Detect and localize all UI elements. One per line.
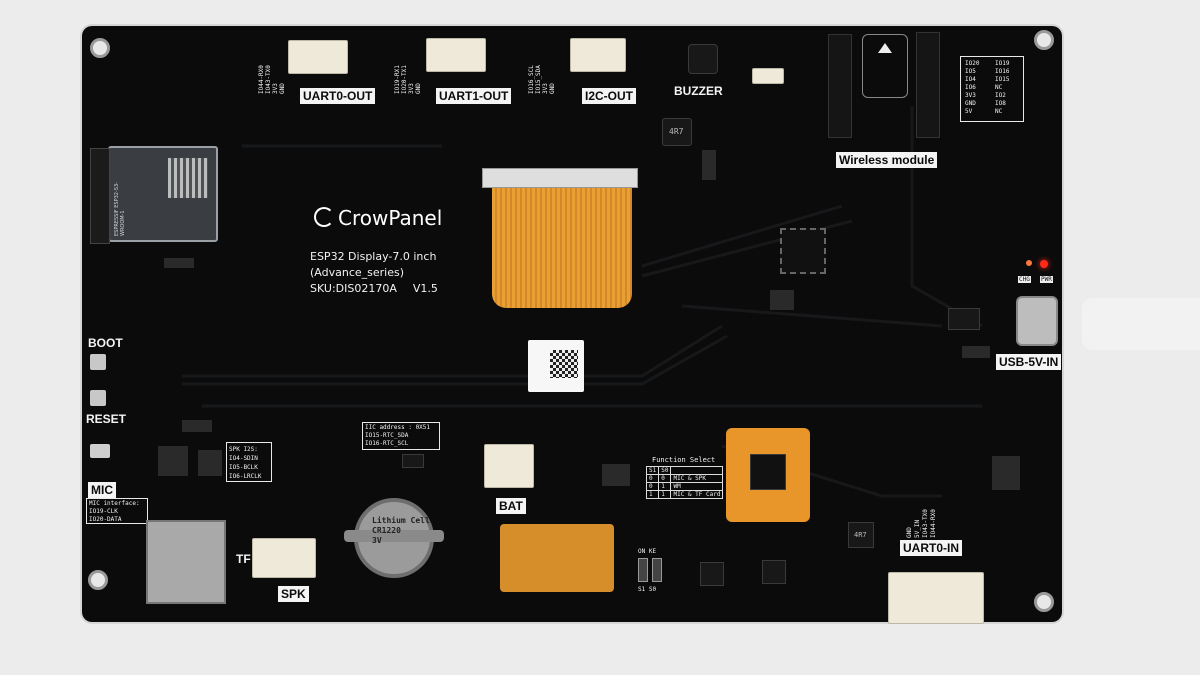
arrow-up-icon [878, 43, 892, 53]
wireless-module-label: Wireless module [836, 152, 938, 168]
module-label: ESPRESSIF ESP32-S3-WROOM-1 [114, 182, 126, 236]
touch-flex-pad [726, 428, 810, 522]
mounting-hole [88, 570, 108, 590]
usb-label: USB-5V-IN [996, 354, 1062, 370]
function-select-title: Function Select [652, 456, 716, 464]
reset-label: RESET [86, 412, 127, 426]
battery-holder-tab [344, 530, 444, 542]
smd-component [158, 446, 188, 476]
smd-component [962, 346, 990, 358]
mic-component [90, 444, 110, 458]
smd-component [602, 464, 630, 486]
uart0-out-connector[interactable] [288, 40, 348, 74]
buzzer-component [688, 44, 718, 74]
i2c-out-label: I2C-OUT [582, 88, 636, 104]
flex-cable [492, 188, 632, 308]
wireless-header-right [916, 32, 940, 138]
led-indicator [1040, 260, 1048, 268]
amp-chip [700, 562, 724, 586]
reset-button[interactable] [90, 390, 106, 406]
buzzer-label: BUZZER [674, 84, 723, 98]
i2c-out-connector[interactable] [570, 38, 626, 72]
crowpanel-logo: CrowPanel [314, 206, 442, 230]
brand-name: CrowPanel [338, 206, 443, 230]
i2c-out-pinout: IO16_SCL IO15_SDA 3V3 GND [528, 65, 556, 94]
smd-component [198, 450, 222, 476]
kapton-pad [500, 524, 614, 592]
smd-component [770, 290, 794, 310]
smd-component [992, 456, 1020, 490]
bat-label: BAT [496, 498, 526, 514]
smd-component [164, 258, 194, 268]
switch-labels: ON KE [638, 548, 657, 555]
tf-card-slot[interactable] [146, 520, 226, 604]
uart0-in-pinout: GND 5V_IN IO43-TX0 IO44-RX0 [906, 509, 937, 538]
inductor: 4R7 [662, 118, 692, 146]
uart0-out-label: UART0-OUT [300, 88, 376, 104]
uart0-out-pinout: IO44-RX0 IO43-TX0 3V3 GND [258, 65, 286, 94]
chg-label: CHG [1018, 276, 1031, 283]
qr-code [168, 158, 208, 198]
inductor: 4R7 [848, 522, 874, 548]
boot-label: BOOT [88, 336, 123, 350]
fpc-connector [482, 168, 638, 188]
uart1-out-pinout: IO19-RX1 IO20-TX1 3V3 GND [394, 65, 422, 94]
wireless-header-left [828, 34, 852, 138]
qr-sticker [528, 340, 584, 392]
spk-connector[interactable] [252, 538, 316, 578]
wireless-pinout-box: IO20 IO5 IO4 IO6 3V3 GND 5V IO19 IO16 IO… [960, 56, 1024, 122]
pcb-board: ESPRESSIF ESP32-S3-WROOM-1 IO44-RX0 IO43… [82, 26, 1200, 624]
crowpanel-logo-icon [314, 207, 334, 227]
mounting-hole [1034, 592, 1054, 612]
mounting-hole [90, 38, 110, 58]
smd-component [702, 150, 716, 180]
switch-bottom-labels: S1 S0 [638, 586, 657, 593]
mounting-hole [1034, 30, 1054, 50]
esp32-s3-module: ESPRESSIF ESP32-S3-WROOM-1 [90, 146, 218, 244]
rtc-chip [402, 454, 424, 468]
qr-code [550, 350, 578, 378]
smd-component [182, 420, 212, 432]
board-model: ESP32 Display-7.0 inch [310, 250, 437, 263]
bat-connector[interactable] [484, 444, 534, 488]
amp-chip [762, 560, 786, 584]
usb-cable [1082, 298, 1200, 350]
uart1-out-connector[interactable] [426, 38, 486, 72]
battery-text: Lithium Cell CR1220 3V [372, 516, 430, 545]
uart0-in-label: UART0-IN [900, 540, 962, 556]
function-select-table: S1 S0 0 0 MIC & SPK 0 1 WM 1 1 MIC & TF … [645, 466, 724, 499]
mic-interface-box: MIC interface: IO19-CLK IO20-DATA [86, 498, 148, 524]
uart0-in-connector[interactable] [888, 572, 984, 624]
iic-address-box: IIC address : 0X51 IO15-RTC_SDA IO16-RTC… [362, 422, 440, 450]
small-switch[interactable] [752, 68, 784, 84]
usb-c-port[interactable] [1016, 296, 1058, 346]
wireless-module-outline [862, 34, 908, 98]
tf-label: TF [236, 552, 251, 566]
mcu-chip [780, 228, 826, 274]
spk-i2s-box: SPK I2S: IO4-SDIN IO5-BCLK IO6-LRCLK [226, 442, 272, 482]
board-series: (Advance_series) [310, 266, 405, 279]
led-indicator [1026, 260, 1032, 266]
boot-button[interactable] [90, 354, 106, 370]
mic-label: MIC [88, 482, 116, 498]
uart1-out-label: UART1-OUT [436, 88, 512, 104]
usb-chip [948, 308, 980, 330]
dip-switch-s0[interactable] [652, 558, 662, 582]
spk-label: SPK [278, 586, 309, 602]
touch-controller-chip [750, 454, 786, 490]
pwr-label: PWR [1040, 276, 1053, 283]
dip-switch-s1[interactable] [638, 558, 648, 582]
